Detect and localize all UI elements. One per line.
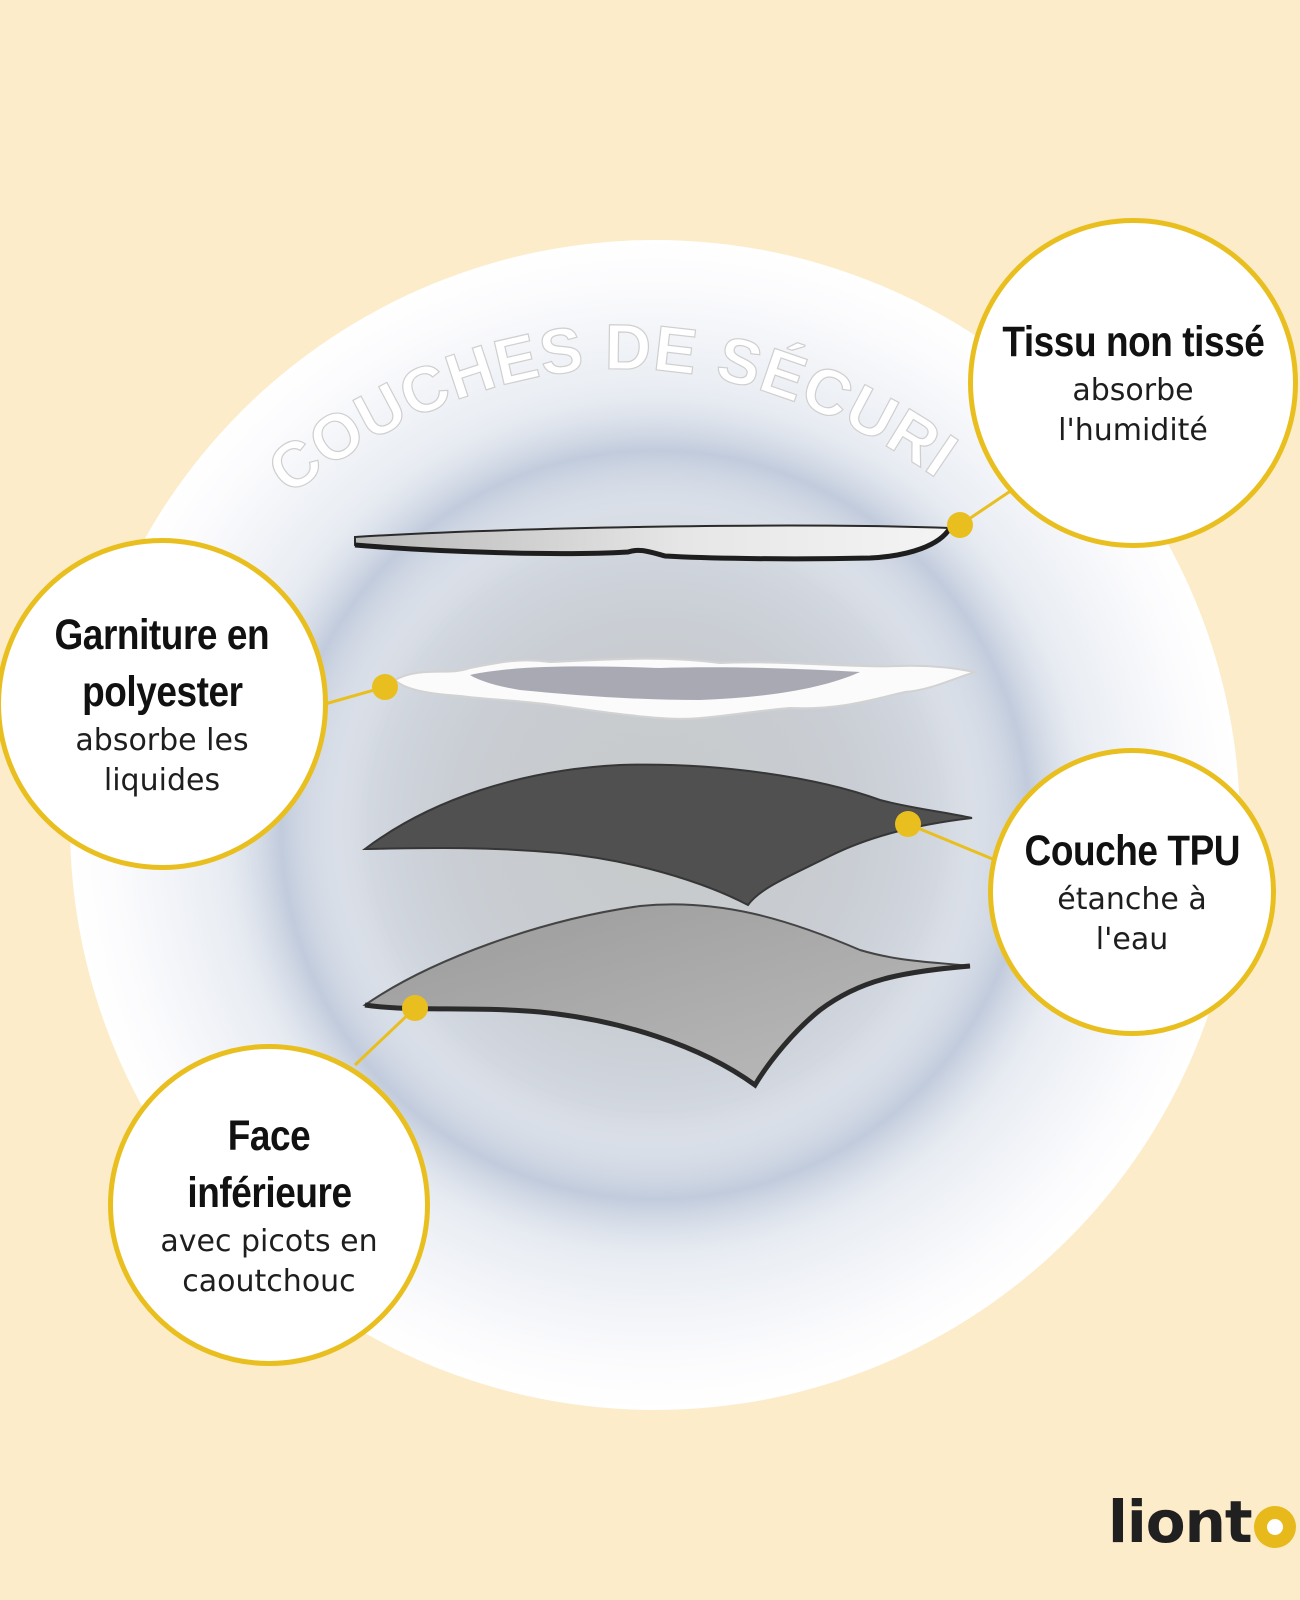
callout-face-title-2: inférieure xyxy=(186,1168,352,1217)
callout-face-title-1: Face xyxy=(227,1112,311,1161)
callout-tpu: Couche TPU étanche à l'eau xyxy=(988,748,1276,1036)
callout-garniture-title-2: polyester xyxy=(81,667,243,716)
callout-garniture-desc-1: absorbe les xyxy=(75,722,249,758)
callout-tissu-desc-2: l'humidité xyxy=(1058,413,1208,449)
brand-name: liont xyxy=(1108,1488,1253,1556)
callout-garniture-title-1: Garniture en xyxy=(54,611,270,660)
callout-garniture: Garniture en polyester absorbe les liqui… xyxy=(0,538,328,870)
callout-tpu-title: Couche TPU xyxy=(1024,827,1240,876)
dot-face xyxy=(402,995,428,1021)
dot-tpu xyxy=(895,811,921,837)
callout-tpu-desc-2: l'eau xyxy=(1095,922,1169,958)
dot-tissu xyxy=(947,512,973,538)
callout-tissu: Tissu non tissé absorbe l'humidité xyxy=(968,218,1298,548)
callout-face-desc-1: avec picots en xyxy=(160,1223,378,1259)
brand-mark-icon xyxy=(1253,1506,1296,1548)
connector-tpu xyxy=(907,822,996,862)
callout-face: Face inférieure avec picots en caoutchou… xyxy=(108,1044,430,1366)
layer-tpu xyxy=(361,763,973,907)
connector-face xyxy=(353,1006,417,1067)
callout-garniture-desc-2: liquides xyxy=(103,762,221,798)
callout-tpu-desc-1: étanche à xyxy=(1057,882,1207,918)
callout-face-desc-2: caoutchouc xyxy=(182,1263,356,1299)
dot-garniture xyxy=(372,674,398,700)
callout-tissu-title: Tissu non tissé xyxy=(1001,318,1265,367)
callout-tissu-desc-1: absorbe xyxy=(1072,373,1194,409)
brand-logo: liont xyxy=(1108,1488,1296,1556)
